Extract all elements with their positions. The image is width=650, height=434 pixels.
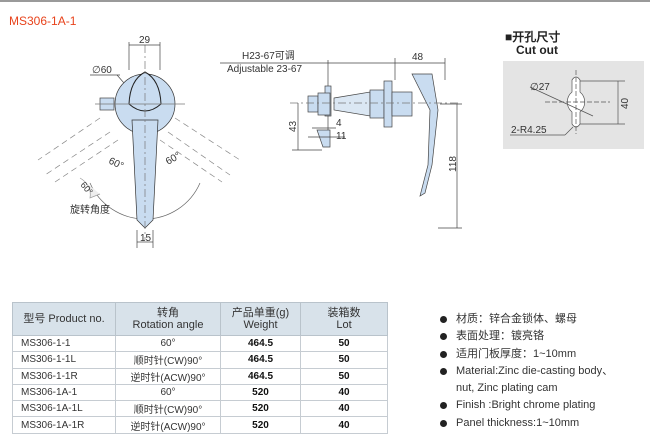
dim-diameter: ∅60 — [92, 65, 112, 76]
cell-rotation: 顺时针(CW)90° — [115, 400, 221, 418]
cell-product-no: MS306-1-1L — [12, 351, 116, 369]
cell-weight: 520 — [220, 416, 301, 434]
cell-weight: 520 — [220, 400, 301, 418]
cell-weight: 520 — [220, 383, 301, 402]
header-weight: 产品单重(g)Weight — [220, 302, 301, 336]
spec-item: Finish :Bright chrome plating — [440, 397, 613, 414]
adjust-cn-label: H23-67可调 — [242, 50, 295, 62]
cell-rotation: 逆时针(ACW)90° — [115, 416, 221, 434]
cutout-title-en: Cut out — [516, 43, 558, 57]
spec-item: Panel thickness:1~10mm — [440, 415, 613, 432]
cell-rotation: 60° — [115, 383, 221, 402]
cell-product-no: MS306-1A-1 — [12, 383, 116, 402]
spec-item-continued: nut, Zinc plating cam — [456, 382, 558, 395]
dim-width-bottom: 15 — [140, 233, 152, 244]
cell-product-no: MS306-1A-1L — [12, 400, 116, 418]
cell-lot: 50 — [300, 334, 388, 353]
cutout-drawing — [510, 70, 625, 136]
header-label-cn: 转角 — [157, 307, 179, 319]
side-view-drawing — [220, 58, 462, 229]
cutout-title-cn: ■开孔尺寸 — [505, 30, 561, 44]
dim-cam-11: 11 — [336, 131, 347, 142]
cell-weight: 464.5 — [220, 334, 301, 353]
header-label-cn: 产品单重(g) — [231, 307, 290, 319]
spec-item: 材质：锌合金锁体、螺母 — [440, 311, 613, 328]
dim-length: 118 — [448, 156, 459, 172]
header-label-en: Weight — [243, 319, 278, 331]
top-rule — [0, 0, 650, 2]
header-label: 型号 Product no. — [23, 313, 105, 325]
header-product-no: 型号 Product no. — [12, 302, 116, 336]
spec-item: Material:Zinc die-casting body、 — [440, 363, 613, 380]
cell-weight: 464.5 — [220, 367, 301, 385]
cutout-radius: 2-R4.25 — [511, 125, 547, 136]
cutout-title: ■开孔尺寸 Cut out — [505, 31, 560, 57]
angle-left-label: 60° — [107, 156, 125, 172]
spec-list: 材质：锌合金锁体、螺母 表面处理：镀亮铬 适用门板厚度：1~10mm Mater… — [440, 311, 613, 432]
cutout-diameter: ∅27 — [530, 82, 550, 93]
cutout-height: 40 — [620, 97, 631, 109]
cell-lot: 50 — [300, 367, 388, 385]
cell-rotation: 逆时针(ACW)90° — [115, 367, 221, 385]
dim-cam-4: 4 — [336, 118, 342, 129]
cell-rotation: 60° — [115, 334, 221, 353]
cell-lot: 40 — [300, 383, 388, 402]
cell-weight: 464.5 — [220, 351, 301, 369]
cell-lot: 40 — [300, 416, 388, 434]
model-title: MS306-1A-1 — [9, 14, 77, 28]
dim-depth: 48 — [412, 52, 424, 63]
header-label-cn: 装箱数 — [327, 307, 361, 319]
cell-lot: 40 — [300, 400, 388, 418]
front-view-drawing — [37, 42, 241, 248]
dim-cam-height: 43 — [288, 120, 299, 132]
adjust-en-label: Adjustable 23-67 — [227, 64, 302, 75]
rotation-angle-label: 旋转角度 — [70, 203, 110, 216]
header-label-en: Lot — [336, 319, 352, 331]
header-label-en: Rotation angle — [132, 319, 204, 331]
cell-product-no: MS306-1A-1R — [12, 416, 116, 434]
technical-drawings: 29 ∅60 60° 60° 60° 旋转角度 15 H23-67可调 Adju… — [37, 35, 644, 248]
spec-item: 适用门板厚度：1~10mm — [440, 346, 613, 363]
cell-product-no: MS306-1-1R — [12, 367, 116, 385]
cell-product-no: MS306-1-1 — [12, 334, 116, 353]
dim-width-top: 29 — [139, 35, 151, 46]
cell-rotation: 顺时针(CW)90° — [115, 351, 221, 369]
cell-lot: 50 — [300, 351, 388, 369]
spec-item: 表面处理：镀亮铬 — [440, 328, 613, 345]
